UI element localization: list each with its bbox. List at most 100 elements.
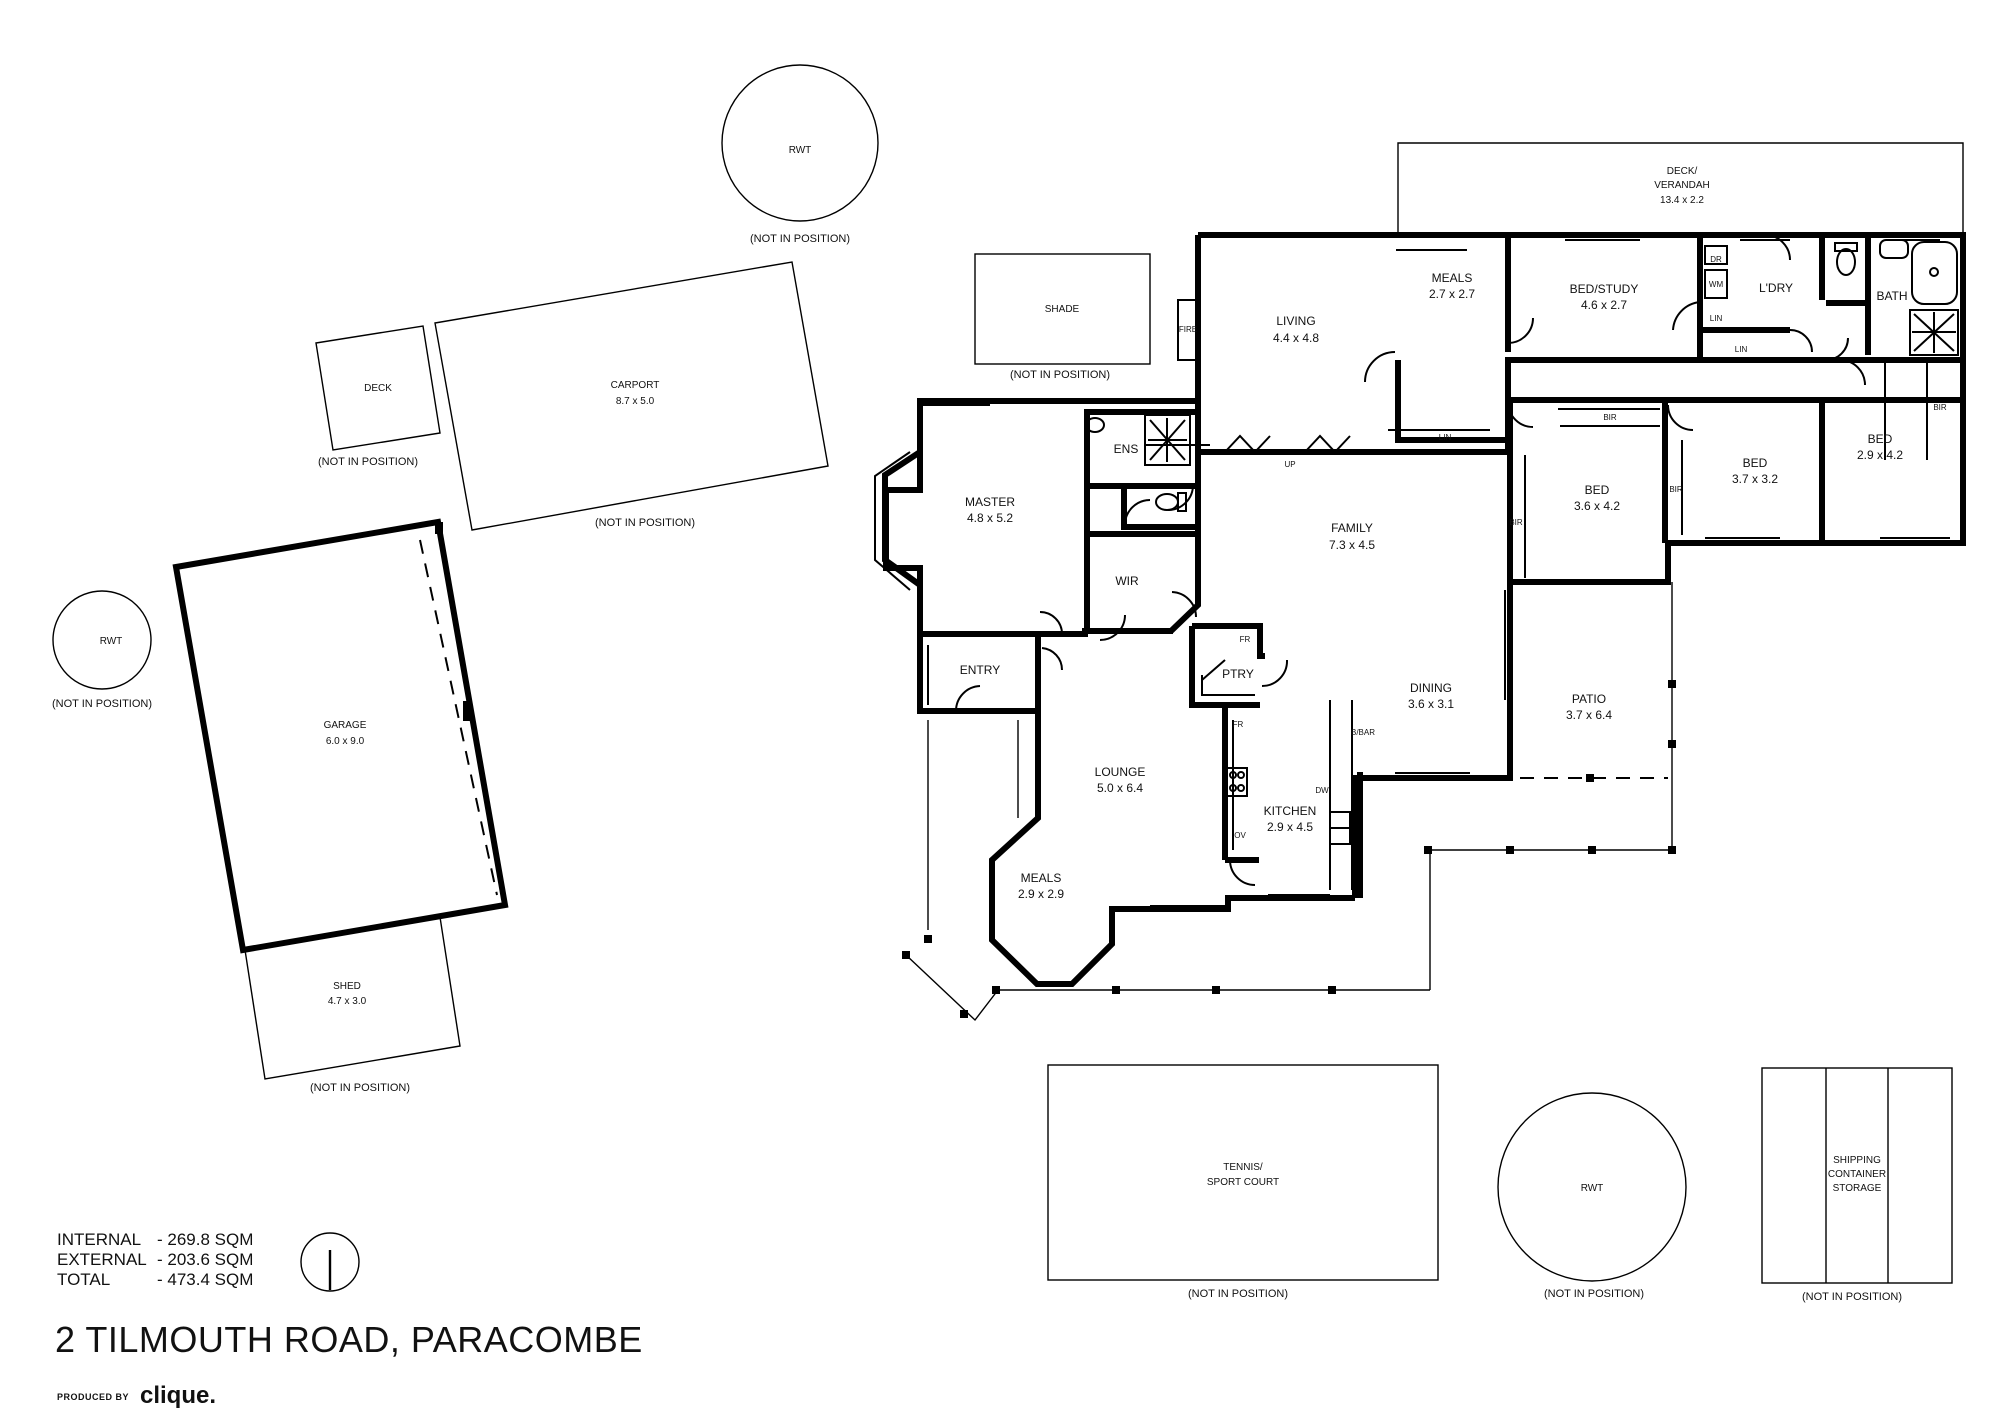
room-wir-name: WIR <box>1115 574 1139 588</box>
rwt-bottom-label: RWT <box>1581 1183 1604 1194</box>
produced-by-label: PRODUCED BY <box>57 1392 129 1402</box>
room-bed-mid-name: BED <box>1743 456 1768 470</box>
carport-size: 8.7 x 5.0 <box>616 396 655 407</box>
room-meals-top-name: MEALS <box>1432 271 1473 285</box>
area-value-total: - 473.4 SQM <box>157 1270 253 1289</box>
shipping-container: SHIPPING CONTAINER STORAGE (NOT IN POSIT… <box>1761 1067 1953 1303</box>
shipping-note: (NOT IN POSITION) <box>1802 1291 1902 1303</box>
bir-label-2: BIR <box>1509 518 1523 527</box>
room-family-size: 7.3 x 4.5 <box>1329 538 1375 552</box>
room-bath-name: BATH <box>1876 289 1907 303</box>
room-bed-study-size: 4.6 x 2.7 <box>1581 298 1627 312</box>
deck-verandah-label-2: VERANDAH <box>1654 180 1710 191</box>
tennis-label-2: SPORT COURT <box>1207 1177 1279 1188</box>
rwt-left-label: RWT <box>100 636 123 647</box>
room-bed-left-name: BED <box>1585 483 1610 497</box>
deck-outbuilding: DECK (NOT IN POSITION) <box>315 325 441 468</box>
deck-verandah-size: 13.4 x 2.2 <box>1660 195 1704 206</box>
garage-label: GARAGE <box>324 720 367 731</box>
property-address: 2 TILMOUTH ROAD, PARACOMBE <box>55 1319 643 1360</box>
room-ptry-name: PTRY <box>1222 667 1254 681</box>
wm-label: WM <box>1709 280 1724 289</box>
shade-label: SHADE <box>1045 304 1080 315</box>
area-label-internal: INTERNAL <box>57 1230 141 1249</box>
shed: SHED 4.7 x 3.0 (NOT IN POSITION) <box>244 916 461 1094</box>
dr-label: DR <box>1710 255 1722 264</box>
window-lines <box>920 239 1950 907</box>
room-labels: MEALS 2.7 x 2.7 LIVING 4.4 x 4.8 BED/STU… <box>960 271 1908 901</box>
room-laundry-name: L'DRY <box>1759 281 1793 295</box>
room-family-name: FAMILY <box>1331 521 1373 535</box>
room-lounge-name: LOUNGE <box>1095 765 1146 779</box>
porch <box>902 582 1676 1022</box>
room-patio-name: PATIO <box>1572 692 1606 706</box>
shade: SHADE (NOT IN POSITION) <box>974 253 1151 381</box>
room-meals-bottom-size: 2.9 x 2.9 <box>1018 887 1064 901</box>
room-kitchen-size: 2.9 x 4.5 <box>1267 820 1313 834</box>
doors <box>954 234 1866 886</box>
room-ens-name: ENS <box>1114 442 1139 456</box>
room-bed-right-size: 2.9 x 4.2 <box>1857 448 1903 462</box>
room-dining-size: 3.6 x 3.1 <box>1408 697 1454 711</box>
fr-label-kitchen: FR <box>1233 720 1244 729</box>
carport: CARPORT 8.7 x 5.0 (NOT IN POSITION) <box>434 261 829 531</box>
room-patio-size: 3.7 x 6.4 <box>1566 708 1612 722</box>
bay-windows <box>874 449 922 591</box>
area-label-external: EXTERNAL <box>57 1250 147 1269</box>
bir-label-4: BIR <box>1933 403 1947 412</box>
shed-note: (NOT IN POSITION) <box>310 1082 410 1094</box>
rwt-bottom-note: (NOT IN POSITION) <box>1544 1288 1644 1300</box>
producer-credit: PRODUCED BY clique. <box>57 1382 216 1409</box>
rwt-top-label: RWT <box>789 145 812 156</box>
room-master-name: MASTER <box>965 495 1015 509</box>
carport-label: CARPORT <box>611 380 660 391</box>
room-bed-mid-size: 3.7 x 3.2 <box>1732 472 1778 486</box>
room-lounge-size: 5.0 x 6.4 <box>1097 781 1143 795</box>
bir-label-3: BIR <box>1669 485 1683 494</box>
shed-size: 4.7 x 3.0 <box>328 996 367 1007</box>
room-dining-name: DINING <box>1410 681 1452 695</box>
garage: GARAGE 6.0 x 9.0 <box>172 518 509 954</box>
lin-label-side: LIN <box>1710 314 1723 323</box>
room-bed-left-size: 3.6 x 4.2 <box>1574 499 1620 513</box>
room-master-size: 4.8 x 5.2 <box>967 511 1013 525</box>
fixtures <box>1085 239 1959 845</box>
ov-label: OV <box>1234 831 1246 840</box>
brand-logo: clique. <box>140 1382 216 1409</box>
bbar-label: B/BAR <box>1351 728 1375 737</box>
lin-label-hall: LIN <box>1439 433 1452 442</box>
room-living-size: 4.4 x 4.8 <box>1273 331 1319 345</box>
fr-label-ptry: FR <box>1240 635 1251 644</box>
shipping-label-1: SHIPPING <box>1833 1155 1881 1166</box>
room-meals-top-size: 2.7 x 2.7 <box>1429 287 1475 301</box>
area-summary: INTERNAL - 269.8 SQM EXTERNAL - 203.6 SQ… <box>57 1230 253 1289</box>
shed-label: SHED <box>333 981 361 992</box>
room-meals-bottom-name: MEALS <box>1021 871 1062 885</box>
tennis-court: TENNIS/ SPORT COURT (NOT IN POSITION) <box>1047 1064 1439 1300</box>
rwt-bottom: RWT (NOT IN POSITION) <box>1497 1092 1687 1300</box>
room-living-name: LIVING <box>1276 314 1315 328</box>
carport-note: (NOT IN POSITION) <box>595 517 695 529</box>
rwt-top-note: (NOT IN POSITION) <box>750 233 850 245</box>
area-value-external: - 203.6 SQM <box>157 1250 253 1269</box>
area-label-total: TOTAL <box>57 1270 110 1289</box>
lin-label-laundry: LIN <box>1735 345 1748 354</box>
rwt-top: RWT (NOT IN POSITION) <box>721 64 879 245</box>
area-value-internal: - 269.8 SQM <box>157 1230 253 1249</box>
fixture-labels: LIN LIN LIN BIR BIR BIR BIR FR FR DW OV … <box>1179 255 1947 840</box>
deck-note: (NOT IN POSITION) <box>318 456 418 468</box>
bir-label-1: BIR <box>1603 413 1617 422</box>
garage-size: 6.0 x 9.0 <box>326 736 365 747</box>
tennis-label-1: TENNIS/ <box>1223 1162 1263 1173</box>
dw-label: DW <box>1315 786 1329 795</box>
deck-label: DECK <box>364 383 392 394</box>
room-bed-right-name: BED <box>1868 432 1893 446</box>
shipping-label-3: STORAGE <box>1833 1183 1882 1194</box>
shade-note: (NOT IN POSITION) <box>1010 369 1110 381</box>
bifold-doors <box>1224 434 1351 454</box>
up-label: UP <box>1284 460 1295 469</box>
north-arrow-icon <box>300 1232 360 1292</box>
deck-verandah: DECK/ VERANDAH 13.4 x 2.2 <box>1397 142 1964 237</box>
tennis-note: (NOT IN POSITION) <box>1188 1288 1288 1300</box>
room-bed-study-name: BED/STUDY <box>1570 282 1639 296</box>
